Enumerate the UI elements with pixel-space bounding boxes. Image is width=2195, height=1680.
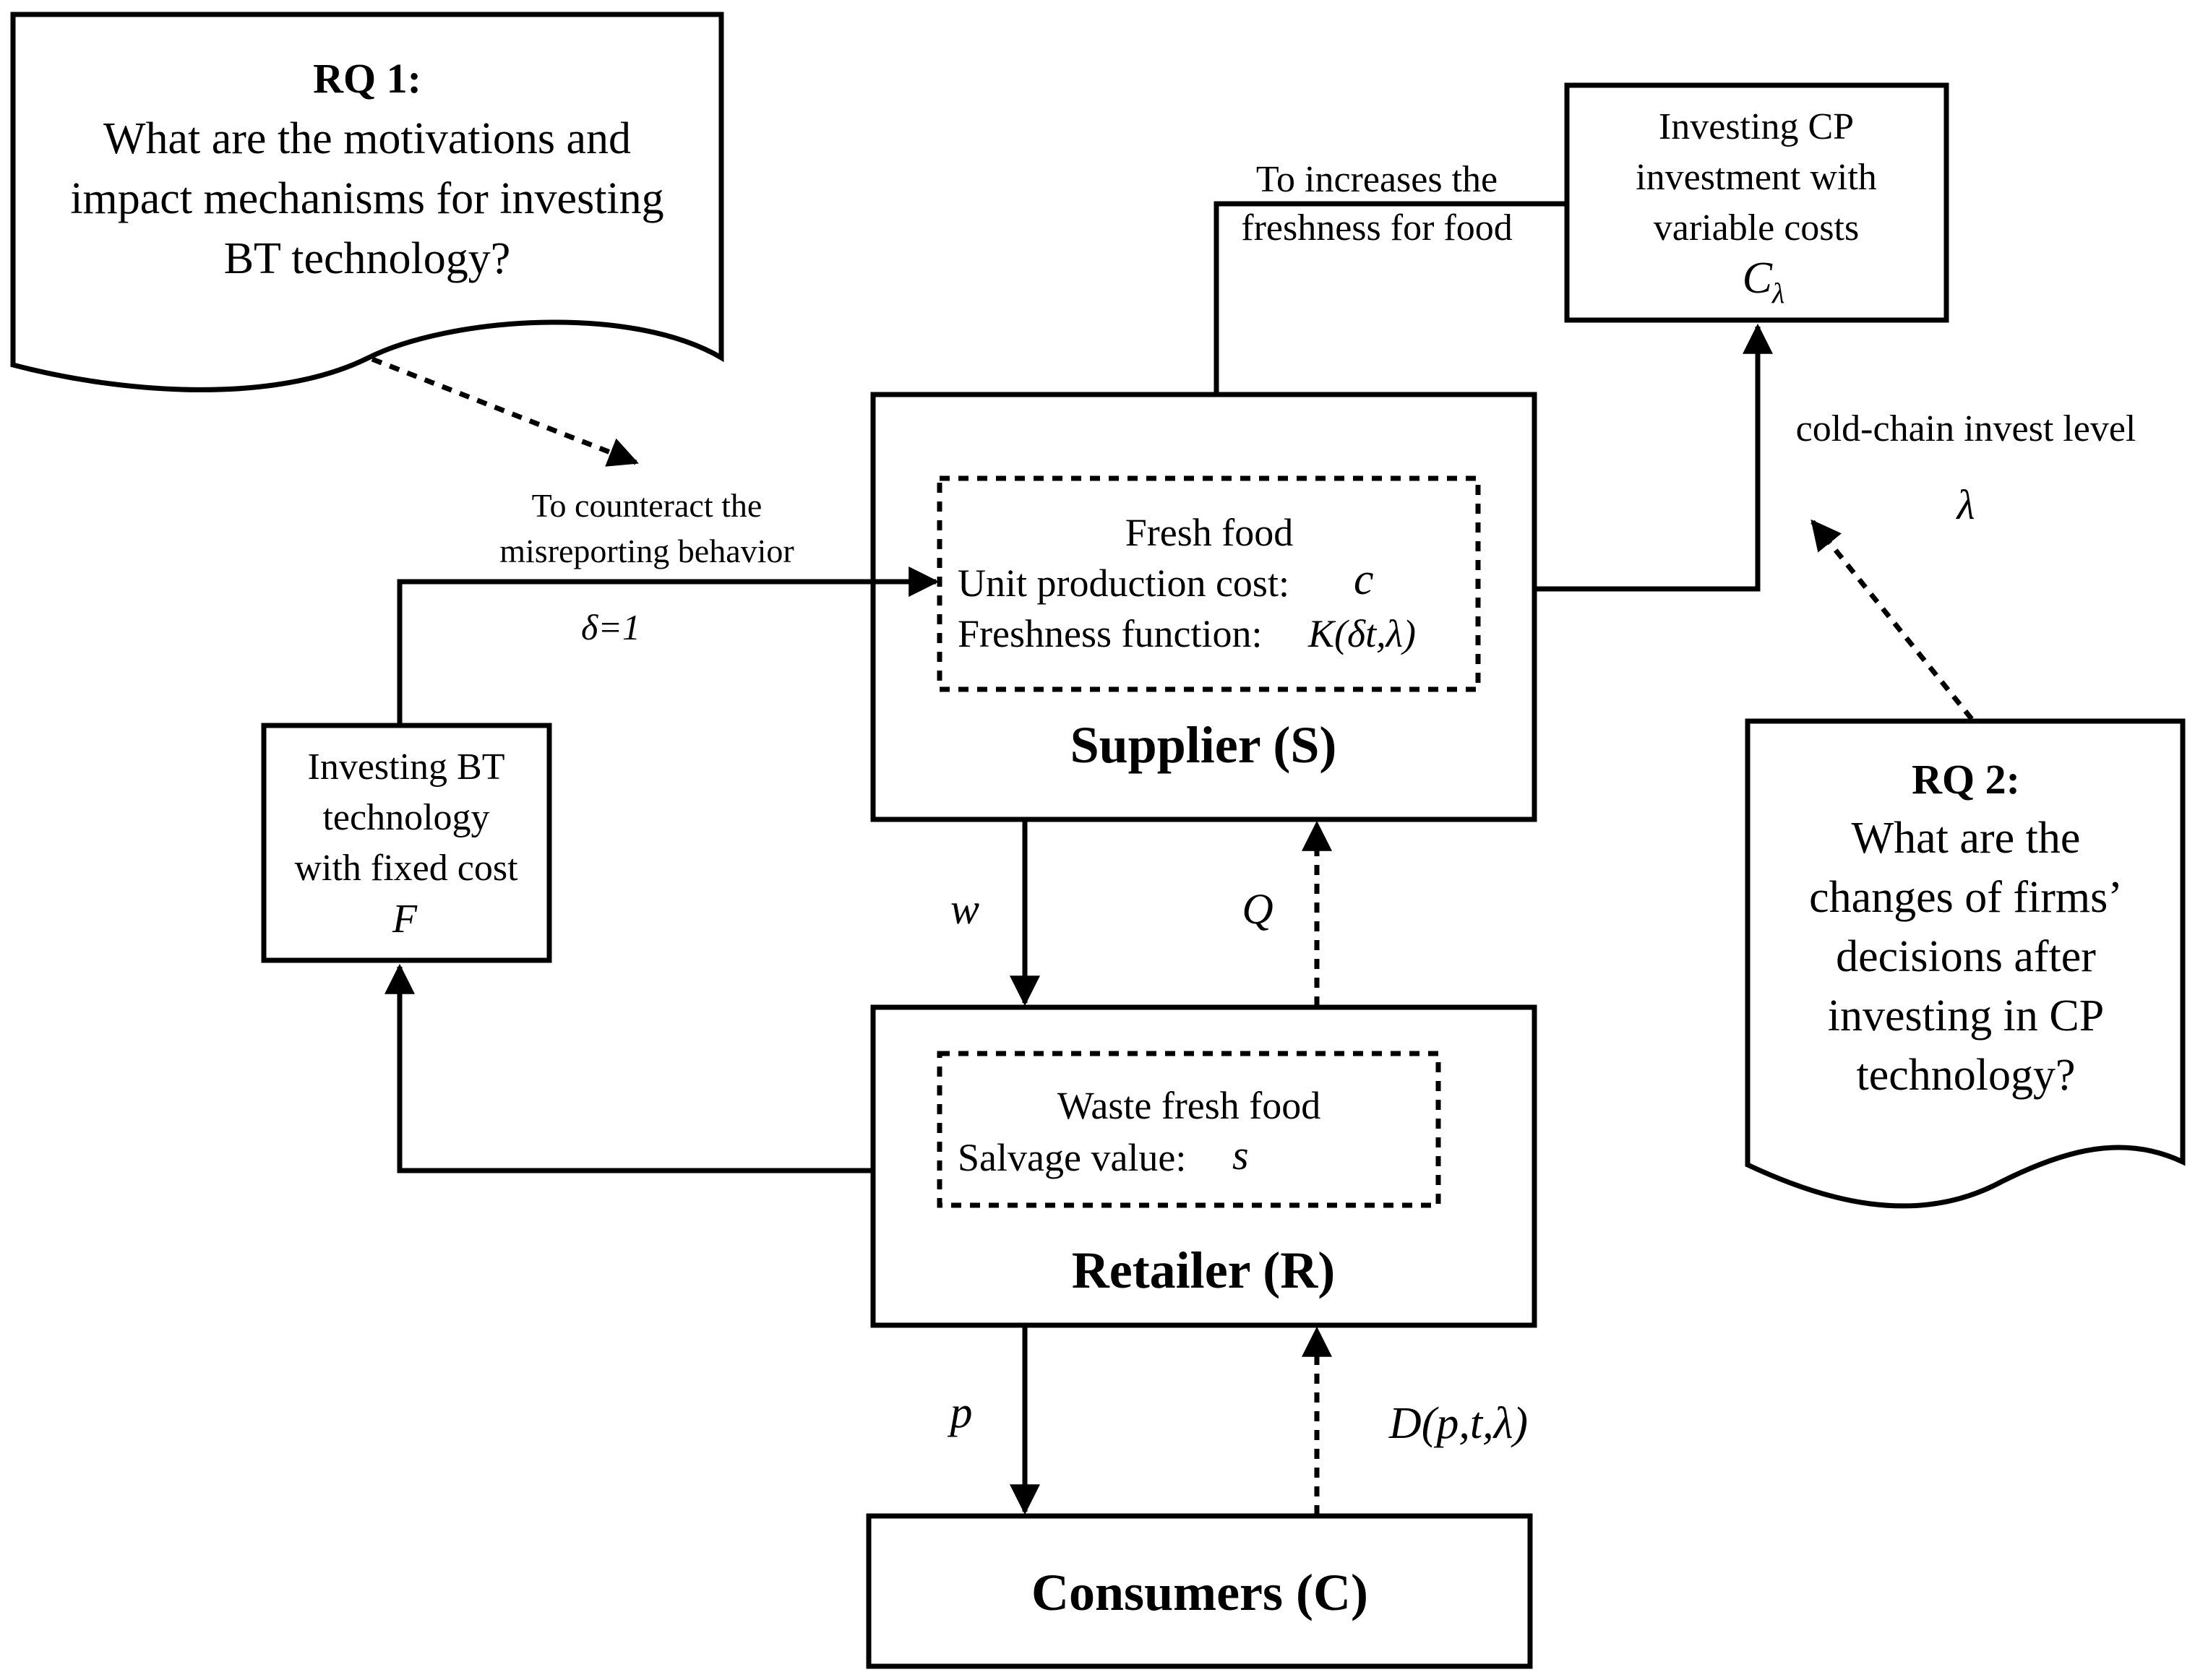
retailer-to-bt-arrow xyxy=(385,963,873,1173)
rq2-line-1: What are the xyxy=(1852,814,2081,863)
rq2-line-3: decisions after xyxy=(1836,932,2096,981)
salvage-value-symbol: s xyxy=(1232,1132,1249,1179)
freshness-arrow xyxy=(1201,201,1567,481)
counteract-arrow xyxy=(397,567,940,725)
cp-cost-symbol: Cλ xyxy=(1743,254,1785,309)
counteract-note-line-2: misreporting behavior xyxy=(499,533,794,569)
w-label: w xyxy=(950,885,979,933)
counteract-note-line-1: To counteract the xyxy=(532,487,763,524)
rq2-title: RQ 2: xyxy=(1912,756,2020,803)
rq2-line-4: investing in CP xyxy=(1828,991,2104,1041)
retailer-box xyxy=(870,1004,1537,1328)
supplier-label: Supplier (S) xyxy=(1070,716,1337,774)
Q-label: Q xyxy=(1242,885,1273,933)
supplier-box xyxy=(870,392,1537,822)
bt-fixed-cost-symbol: F xyxy=(392,897,418,942)
rq1-pointer-arrow xyxy=(371,356,639,467)
consumers-box xyxy=(866,1513,1533,1669)
cp-box-line-1: Investing CP xyxy=(1659,106,1854,147)
rq1-line-3: BT technology? xyxy=(224,234,511,283)
rq1-title: RQ 1: xyxy=(313,55,421,102)
freshness-function-label: Freshness function: xyxy=(958,612,1262,655)
rq2-pointer-arrow xyxy=(1810,519,1974,721)
unit-cost-symbol: c xyxy=(1354,555,1374,604)
retailer-label: Retailer (R) xyxy=(1072,1241,1336,1299)
consumers-label: Consumers (C) xyxy=(1031,1564,1368,1621)
rq2-document-shape xyxy=(1745,718,2186,1209)
freshness-function-symbol: K(δt,λ) xyxy=(1307,612,1416,655)
cp-investment-box xyxy=(1564,82,1949,323)
delta-label: δ=1 xyxy=(581,607,640,647)
bt-investment-box xyxy=(261,723,552,963)
unit-cost-label: Unit production cost: xyxy=(958,561,1289,605)
rq1-line-2: impact mechanisms for investing xyxy=(70,174,663,223)
fresh-food-dashed-box xyxy=(937,475,1481,692)
freshness-note-line-2: freshness for food xyxy=(1241,207,1512,249)
rq2-line-5: technology? xyxy=(1856,1051,2075,1100)
cp-box-line-3: variable costs xyxy=(1654,207,1859,249)
rq1-document-shape xyxy=(10,12,724,392)
bt-box-line-1: Investing BT xyxy=(308,746,505,788)
cp-box-line-2: investment with xyxy=(1636,157,1877,198)
cold-chain-label: cold-chain invest level xyxy=(1796,408,2136,449)
bt-box-line-3: with fixed cost xyxy=(294,848,518,889)
cold-chain-arrow xyxy=(1534,323,1773,592)
waste-food-title: Waste fresh food xyxy=(1057,1084,1321,1127)
waste-food-dashed-box xyxy=(937,1051,1441,1208)
freshness-note-line-1: To increases the xyxy=(1256,159,1498,200)
rq1-line-1: What are the motivations and xyxy=(103,114,631,163)
bt-box-line-2: technology xyxy=(322,797,489,838)
demand-label: D(p,t,λ) xyxy=(1388,1399,1528,1448)
fresh-food-title: Fresh food xyxy=(1125,511,1293,554)
lambda-label: λ xyxy=(1955,481,1975,528)
p-label: p xyxy=(948,1388,973,1437)
rq2-line-2: changes of firms’ xyxy=(1809,873,2123,922)
salvage-value-label: Salvage value: xyxy=(958,1136,1186,1179)
